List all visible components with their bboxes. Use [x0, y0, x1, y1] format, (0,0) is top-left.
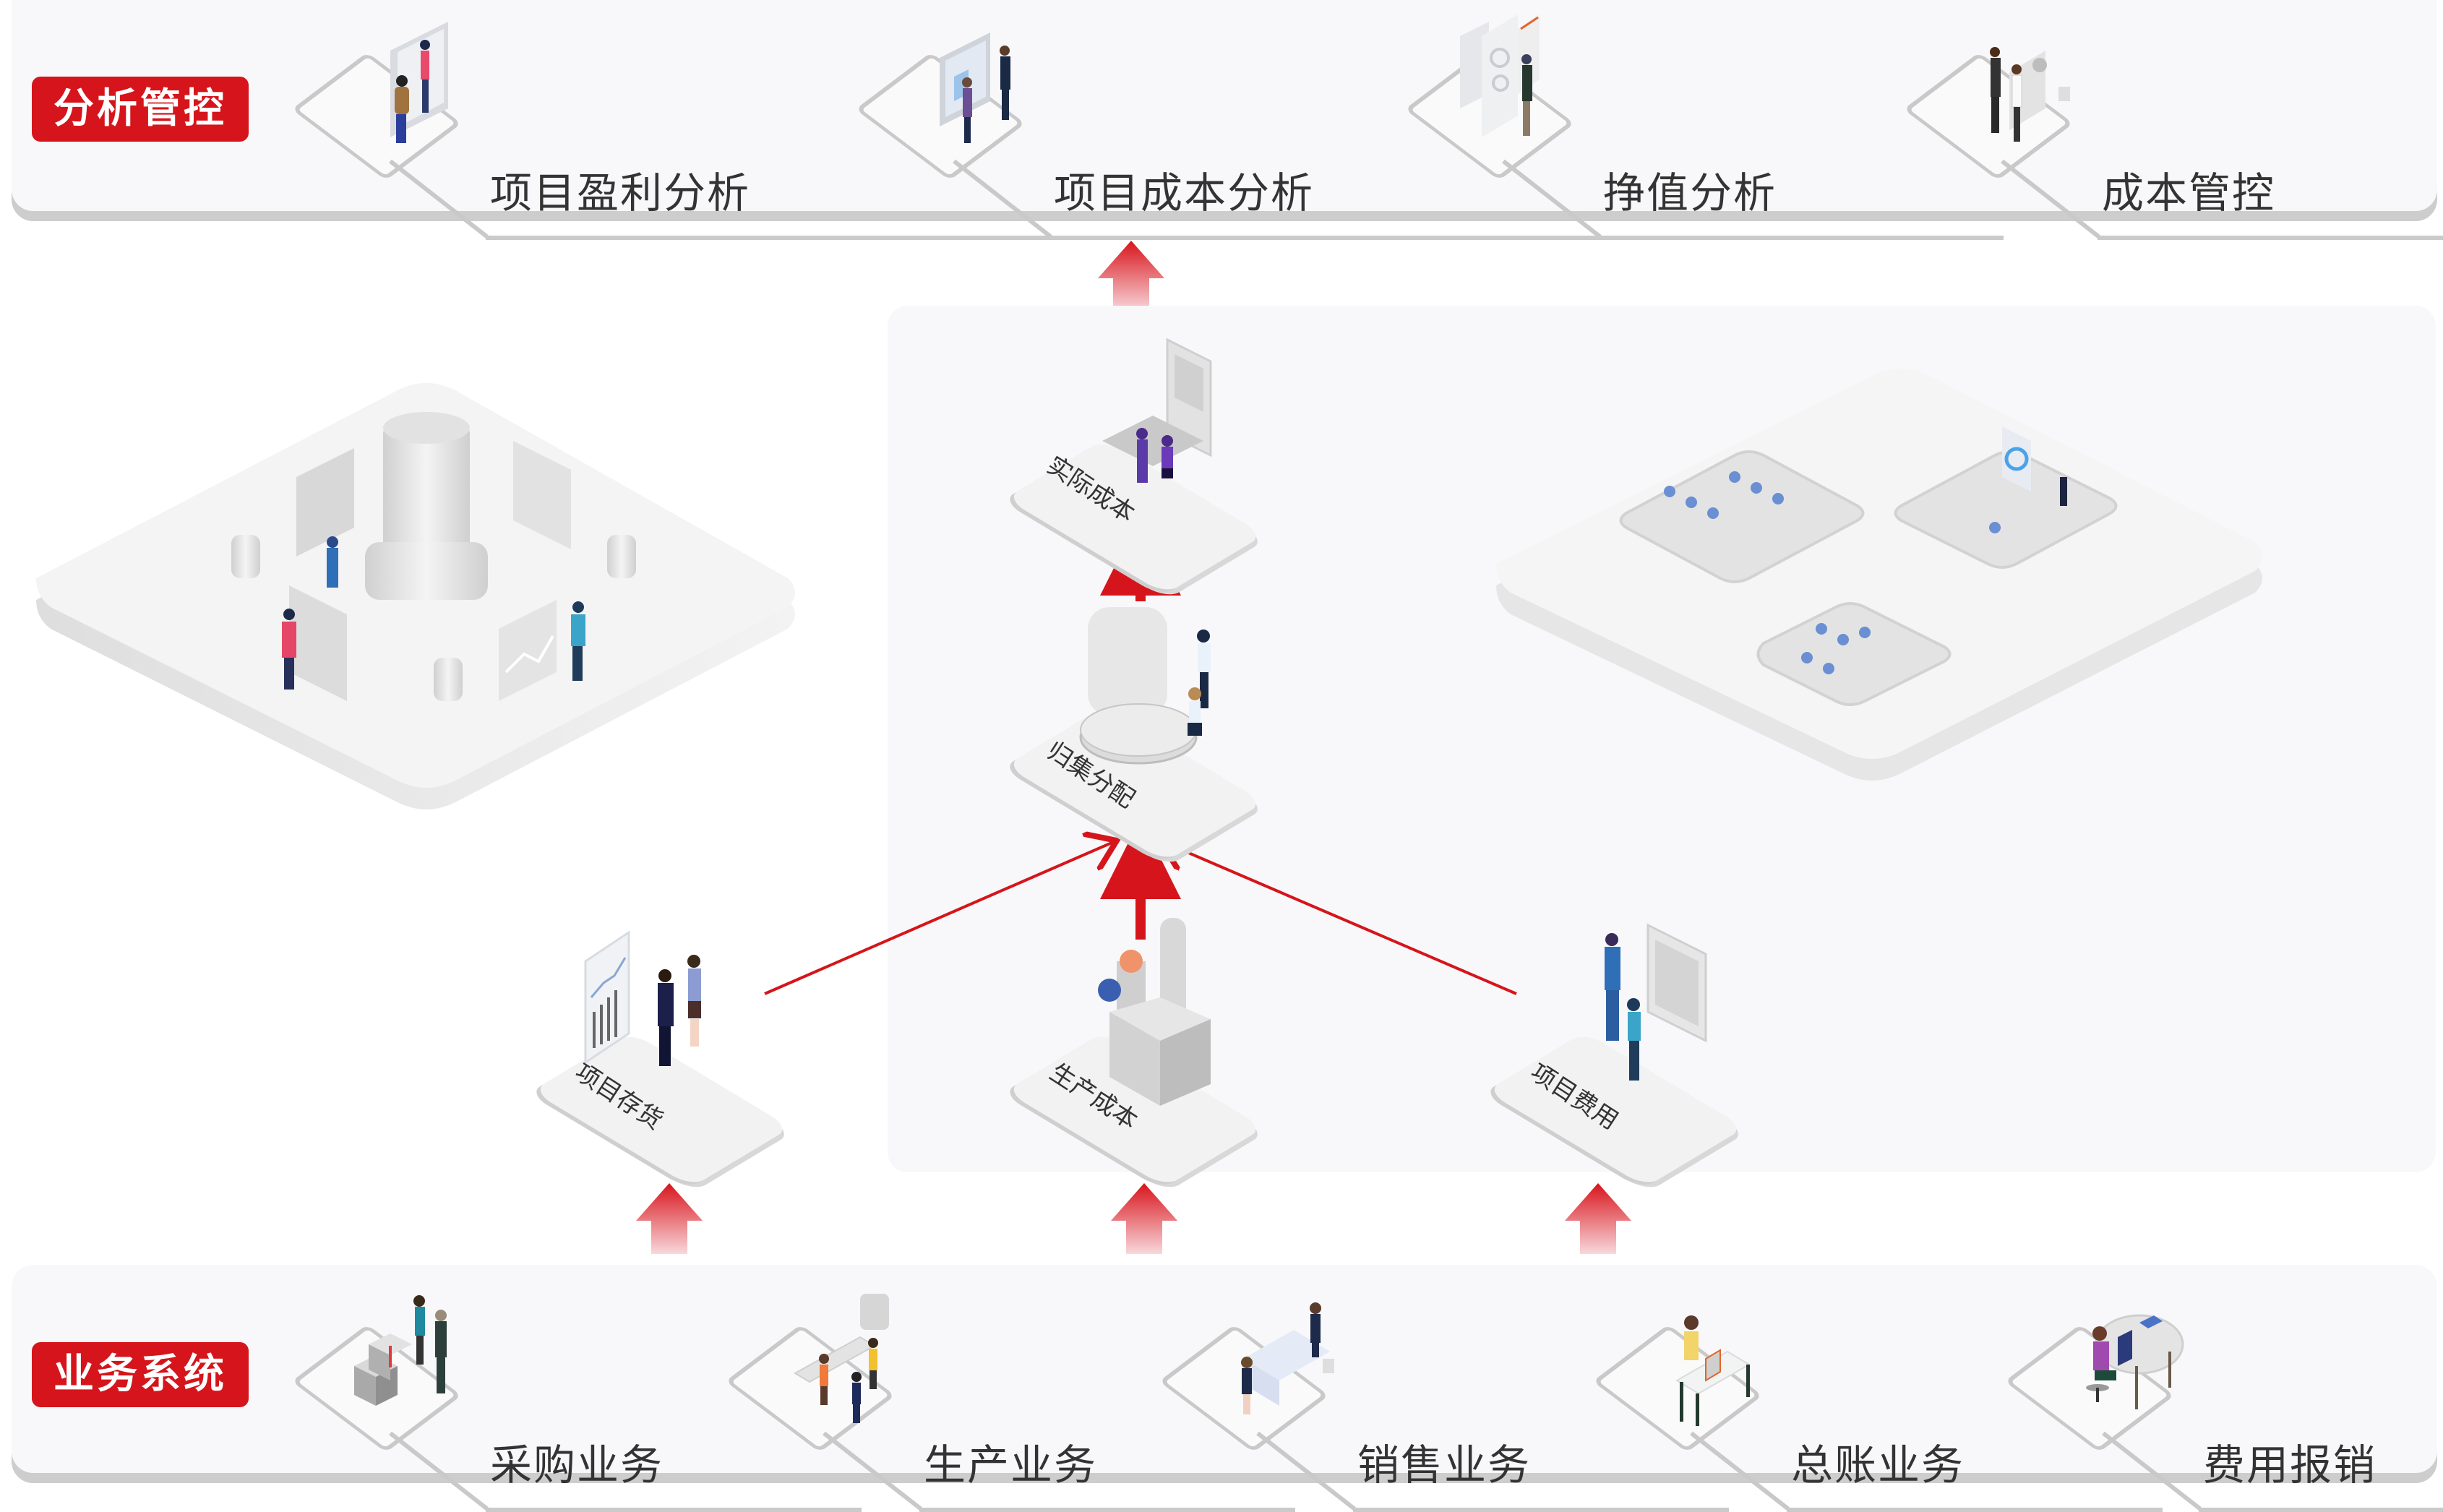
bar-chart-board-people-icon — [584, 930, 701, 1066]
flow-arrow-business-to-inventory — [636, 1183, 703, 1254]
purchase-boxes-people-icon — [354, 1295, 447, 1406]
bottom-item-label: 总账业务 — [1791, 1440, 1965, 1490]
node-production-cost[interactable]: 生产成本 — [1001, 918, 1276, 1193]
node-project-inventory[interactable]: 项目存货 — [528, 918, 802, 1193]
top-item-cost-control[interactable]: 成本管控 — [1903, 29, 2443, 240]
bottom-item-purchase[interactable]: 采购业务 — [291, 1295, 862, 1512]
bottom-item-label: 销售业务 — [1357, 1440, 1532, 1490]
flow-line-expense-to-allocation — [1160, 841, 1517, 995]
bottom-item-production[interactable]: 生产业务 — [725, 1294, 1295, 1512]
office-meeting-rooms-illustration — [1496, 369, 2262, 781]
top-item-label: 项目盈利分析 — [490, 168, 751, 218]
ledger-desk-laptop-icon — [1675, 1315, 1751, 1426]
node-project-expense[interactable]: 项目费用 — [1482, 918, 1756, 1193]
node-actual-cost[interactable]: 实际成本 — [1001, 325, 1276, 600]
top-item-label: 项目成本分析 — [1054, 168, 1315, 218]
bottom-item-label: 费用报销 — [2203, 1440, 2377, 1490]
bottom-item-expense-reimbursement[interactable]: 费用报销 — [2004, 1301, 2443, 1512]
node-collect-allocate[interactable]: 归集分配 — [1001, 593, 1276, 867]
monitor-people-icon — [1102, 338, 1212, 483]
people-screen-meeting-icon — [1605, 923, 1707, 1081]
person-dashboard-screens-icon — [1460, 14, 1540, 137]
top-item-label: 成本管控 — [2102, 168, 2276, 218]
business-system-badge: 业务系统 — [32, 1342, 249, 1407]
production-line-workers-icon — [794, 1294, 889, 1423]
people-presentation-board-icon — [390, 22, 448, 143]
data-center-platform-illustration — [36, 383, 795, 809]
expense-desk-laptop-icon — [2086, 1314, 2184, 1409]
top-item-project-profit-analysis[interactable]: 项目盈利分析 — [291, 22, 1064, 240]
bottom-item-label: 生产业务 — [924, 1440, 1098, 1490]
bottom-item-label: 采购业务 — [490, 1440, 664, 1490]
factory-building-icon — [1098, 918, 1211, 1106]
people-report-document-icon — [1990, 47, 2070, 142]
people-monitor-handshake-icon — [940, 33, 1010, 143]
bottom-item-general-ledger[interactable]: 总账业务 — [1592, 1301, 2163, 1512]
top-item-project-cost-analysis[interactable]: 项目成本分析 — [855, 29, 1628, 240]
top-item-earned-value-analysis[interactable]: 挣值分析 — [1404, 14, 2004, 240]
flow-line-inventory-to-allocation — [764, 841, 1117, 995]
top-item-label: 挣值分析 — [1603, 168, 1777, 218]
sales-counter-people-icon — [1241, 1302, 1334, 1414]
flow-arrow-business-to-production — [1111, 1183, 1177, 1254]
flow-arrow-to-analysis — [1098, 241, 1164, 312]
cylinder-data-icon — [1079, 607, 1211, 765]
analysis-control-badge: 分析管控 — [32, 77, 249, 142]
bottom-item-sales[interactable]: 销售业务 — [1159, 1301, 1729, 1512]
flow-arrow-business-to-expense — [1565, 1183, 1631, 1254]
